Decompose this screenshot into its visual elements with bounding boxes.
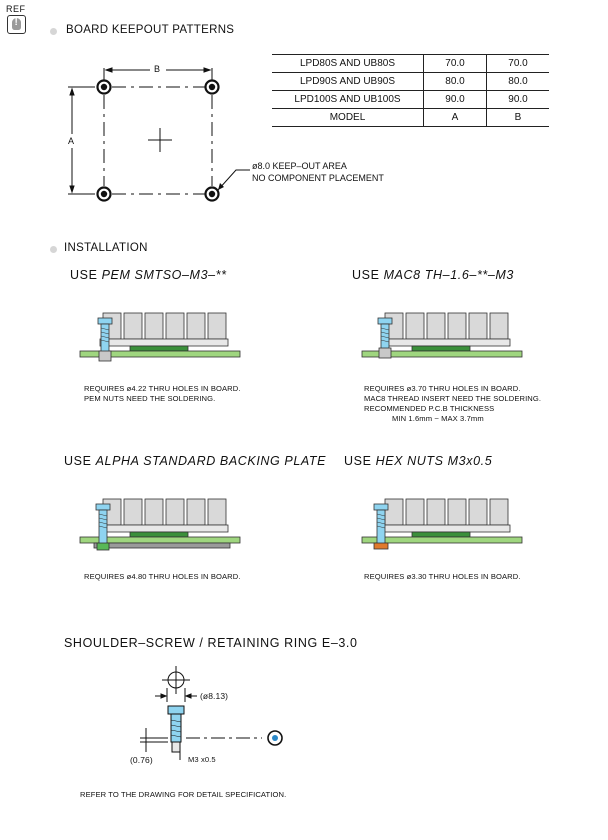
table-header-a: A: [423, 108, 487, 127]
alpha-note-line1: REQUIRES ø4.80 THRU HOLES IN BOARD.: [84, 572, 241, 581]
hex-nut-illustration: [361, 498, 523, 550]
use-label: USE: [64, 454, 92, 468]
mac8-note-line3: RECOMMENDED P.C.B THICKNESS: [364, 404, 495, 413]
table-header-row: MODEL A B: [272, 108, 549, 127]
table-cell-model: LPD80S AND UB80S: [272, 54, 424, 73]
pem-note-line2: PEM NUTS NEED THE SOLDERING.: [84, 394, 216, 403]
use-label: USE: [352, 268, 380, 282]
pem-note-line1: REQUIRES ø4.22 THRU HOLES IN BOARD.: [84, 384, 241, 393]
alpha-heading: USE ALPHA STANDARD BACKING PLATE: [64, 454, 326, 468]
keepout-title: BOARD KEEPOUT PATTERNS: [66, 24, 235, 36]
table-cell-b: 90.0: [486, 90, 549, 109]
table-row: LPD80S AND UB80S 70.0 70.0: [272, 54, 549, 73]
shoulder-thread-dim: M3 x0.5: [188, 755, 216, 764]
pem-heading: USE PEM SMTSO–M3–**: [70, 268, 227, 282]
table-header-model: MODEL: [272, 108, 424, 127]
mac8-note-line2: MAC8 THREAD INSERT NEED THE SOLDERING.: [364, 394, 542, 403]
alpha-backing-plate-illustration: [79, 498, 241, 551]
shoulder-title: SHOULDER–SCREW / RETAINING RING E–3.0: [64, 636, 358, 650]
table-cell-b: 80.0: [486, 72, 549, 91]
shoulder-thickness-dim: (0.76): [130, 755, 153, 765]
pem-nut-illustration: [79, 312, 241, 362]
table-header-b: B: [486, 108, 549, 127]
keepout-callout-line1: ø8.0 KEEP–OUT AREA: [252, 161, 347, 171]
bullet-icon: [50, 28, 57, 35]
alpha-part-name: ALPHA STANDARD BACKING PLATE: [95, 454, 327, 468]
mac8-heading: USE MAC8 TH–1.6–**–M3: [352, 268, 514, 282]
hex-note-line1: REQUIRES ø3.30 THRU HOLES IN BOARD.: [364, 572, 521, 581]
use-label: USE: [70, 268, 98, 282]
keepout-diagram: [68, 67, 250, 202]
table-cell-a: 90.0: [423, 90, 487, 109]
table-cell-a: 70.0: [423, 54, 487, 73]
pem-part-number: PEM SMTSO–M3–**: [101, 268, 227, 282]
table-row: LPD100S AND UB100S 90.0 90.0: [272, 90, 549, 109]
table-cell-a: 80.0: [423, 72, 487, 91]
table-cell-b: 70.0: [486, 54, 549, 73]
keepout-callout-line2: NO COMPONENT PLACEMENT: [252, 173, 384, 183]
use-label: USE: [344, 454, 372, 468]
table-row: LPD90S AND UB90S 80.0 80.0: [272, 72, 549, 91]
lightbulb-icon: [7, 15, 26, 34]
keepout-dimension-table: LPD80S AND UB80S 70.0 70.0 LPD90S AND UB…: [272, 54, 549, 127]
mac8-note-line4: MIN 1.6mm ~ MAX 3.7mm: [392, 414, 484, 423]
table-cell-model: LPD90S AND UB90S: [272, 72, 424, 91]
dimension-a-label: A: [68, 136, 75, 146]
shoulder-note: REFER TO THE DRAWING FOR DETAIL SPECIFIC…: [80, 790, 287, 799]
ref-label: REF: [6, 4, 26, 14]
shoulder-diameter-dim: (ø8.13): [200, 691, 229, 701]
mac8-insert-illustration: [361, 312, 523, 359]
hex-heading: USE HEX NUTS M3x0.5: [344, 454, 492, 468]
bullet-icon: [50, 246, 57, 253]
hex-part-name: HEX NUTS M3x0.5: [375, 454, 493, 468]
dimension-b-label: B: [154, 64, 161, 74]
mac8-note-line1: REQUIRES ø3.70 THRU HOLES IN BOARD.: [364, 384, 521, 393]
mac8-part-number: MAC8 TH–1.6–**–M3: [383, 268, 514, 282]
table-cell-model: LPD100S AND UB100S: [272, 90, 424, 109]
shoulder-screw-diagram: [140, 666, 283, 760]
installation-title: INSTALLATION: [64, 242, 148, 254]
